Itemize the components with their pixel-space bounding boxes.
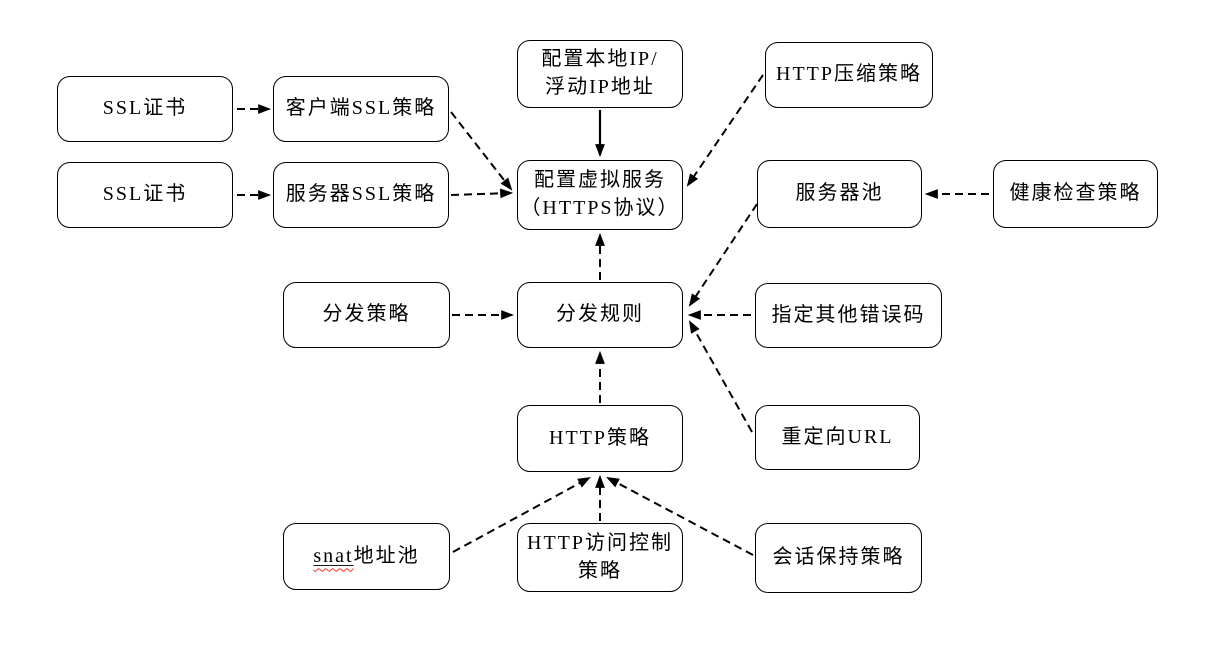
node-session-persistence-policy: 会话保持策略 xyxy=(755,523,922,593)
node-ssl-cert-1: SSL证书 xyxy=(57,76,233,142)
node-health-check-policy-label: 健康检查策略 xyxy=(1009,182,1142,205)
edge-redirect-url-to-dispatch-rule xyxy=(688,320,753,433)
node-redirect-url: 重定向URL xyxy=(755,405,920,470)
node-server-ssl-policy-label: 服务器SSL策略 xyxy=(285,183,437,206)
node-server-pool-label: 服务器池 xyxy=(795,182,884,205)
node-server-pool: 服务器池 xyxy=(757,160,922,228)
node-server-ssl-policy: 服务器SSL策略 xyxy=(273,162,449,228)
node-dispatch-policy-label: 分发策略 xyxy=(322,303,411,326)
node-session-persistence-policy-label: 会话保持策略 xyxy=(772,546,905,569)
snat-misspelled-word: snat xyxy=(313,544,354,567)
node-dispatch-rule-label: 分发规则 xyxy=(556,303,644,326)
edge-server-ssl-policy-to-virtual-service xyxy=(450,188,514,199)
node-http-access-control-policy: HTTP访问控制 策略 xyxy=(517,523,683,592)
node-other-error-codes: 指定其他错误码 xyxy=(755,283,942,348)
node-client-ssl-policy: 客户端SSL策略 xyxy=(273,76,449,142)
node-local-floating-ip: 配置本地IP/ 浮动IP地址 xyxy=(517,40,683,108)
edge-client-ssl-policy-to-virtual-service xyxy=(450,111,513,191)
node-http-access-control-policy-label: HTTP访问控制 策略 xyxy=(527,531,673,582)
node-http-policy: HTTP策略 xyxy=(517,405,683,472)
node-client-ssl-policy-label: 客户端SSL策略 xyxy=(285,97,437,120)
node-dispatch-rule: 分发规则 xyxy=(517,282,683,348)
node-ssl-cert-2-label: SSL证书 xyxy=(102,183,188,206)
edge-server-pool-to-dispatch-rule xyxy=(688,203,758,307)
node-dispatch-policy: 分发策略 xyxy=(283,282,450,348)
node-redirect-url-label: 重定向URL xyxy=(781,425,894,448)
node-virtual-service: 配置虚拟服务 （HTTPS协议） xyxy=(517,160,683,230)
node-ssl-cert-2: SSL证书 xyxy=(57,162,233,228)
edge-http-compression-policy-to-virtual-service xyxy=(686,74,764,187)
node-local-floating-ip-label: 配置本地IP/ 浮动IP地址 xyxy=(541,48,659,98)
node-http-compression-policy-label: HTTP压缩策略 xyxy=(776,63,922,86)
node-ssl-cert-1-label: SSL证书 xyxy=(102,97,188,120)
node-health-check-policy: 健康检查策略 xyxy=(993,160,1158,228)
node-other-error-codes-label: 指定其他错误码 xyxy=(771,303,926,326)
snat-label-suffix: 地址池 xyxy=(353,544,420,567)
node-http-compression-policy: HTTP压缩策略 xyxy=(765,42,933,108)
node-snat-address-pool: snat地址池 xyxy=(283,523,450,590)
node-virtual-service-label: 配置虚拟服务 （HTTPS协议） xyxy=(520,169,680,219)
node-http-policy-label: HTTP策略 xyxy=(549,426,651,449)
node-snat-address-pool-label: snat地址池 xyxy=(313,543,419,571)
